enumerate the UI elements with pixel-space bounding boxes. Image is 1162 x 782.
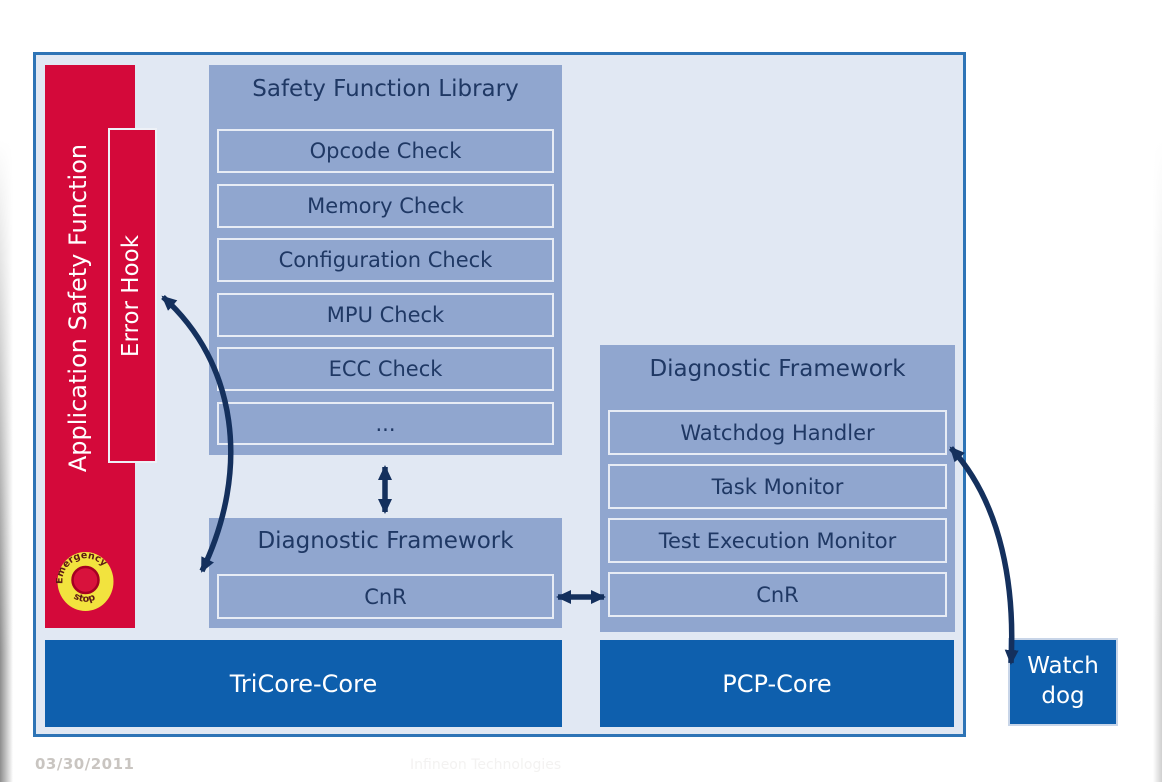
library-item-ecc-check: ECC Check [217, 347, 554, 391]
diagnostic-framework-left-title: Diagnostic Framework [257, 528, 514, 554]
error-hook-label: Error Hook [118, 234, 144, 358]
footer-company: Infineon Technologies [410, 757, 562, 773]
library-item-ellipsis: ... [217, 402, 554, 445]
library-item-configuration-check: Configuration Check [217, 238, 554, 282]
watchdog-box: Watch dog [1008, 638, 1118, 726]
framework-right-item-cnr: CnR [608, 572, 947, 617]
safety-function-library-title: Safety Function Library [252, 76, 519, 102]
application-safety-function-label: Application Safety Function [64, 143, 92, 473]
framework-right-item-task-monitor: Task Monitor [608, 464, 947, 509]
emergency-stop-icon: Emergency stop [56, 550, 114, 611]
left-edge-shadow-fade [0, 140, 13, 782]
library-item-opcode-check: Opcode Check [217, 129, 554, 173]
footer-date: 03/30/2011 [35, 755, 135, 773]
diagnostic-framework-right-title: Diagnostic Framework [649, 356, 906, 382]
tricore-core-box: TriCore-Core [45, 640, 562, 727]
error-hook-bar [108, 128, 157, 463]
framework-left-item-cnr: CnR [217, 574, 554, 619]
library-item-memory-check: Memory Check [217, 184, 554, 228]
library-item-mpu-check: MPU Check [217, 293, 554, 337]
framework-right-item-test-execution-monitor: Test Execution Monitor [608, 518, 947, 563]
pcp-core-box: PCP-Core [600, 640, 954, 727]
framework-right-item-watchdog-handler: Watchdog Handler [608, 410, 947, 455]
right-edge-shadow-fade [1153, 140, 1162, 782]
